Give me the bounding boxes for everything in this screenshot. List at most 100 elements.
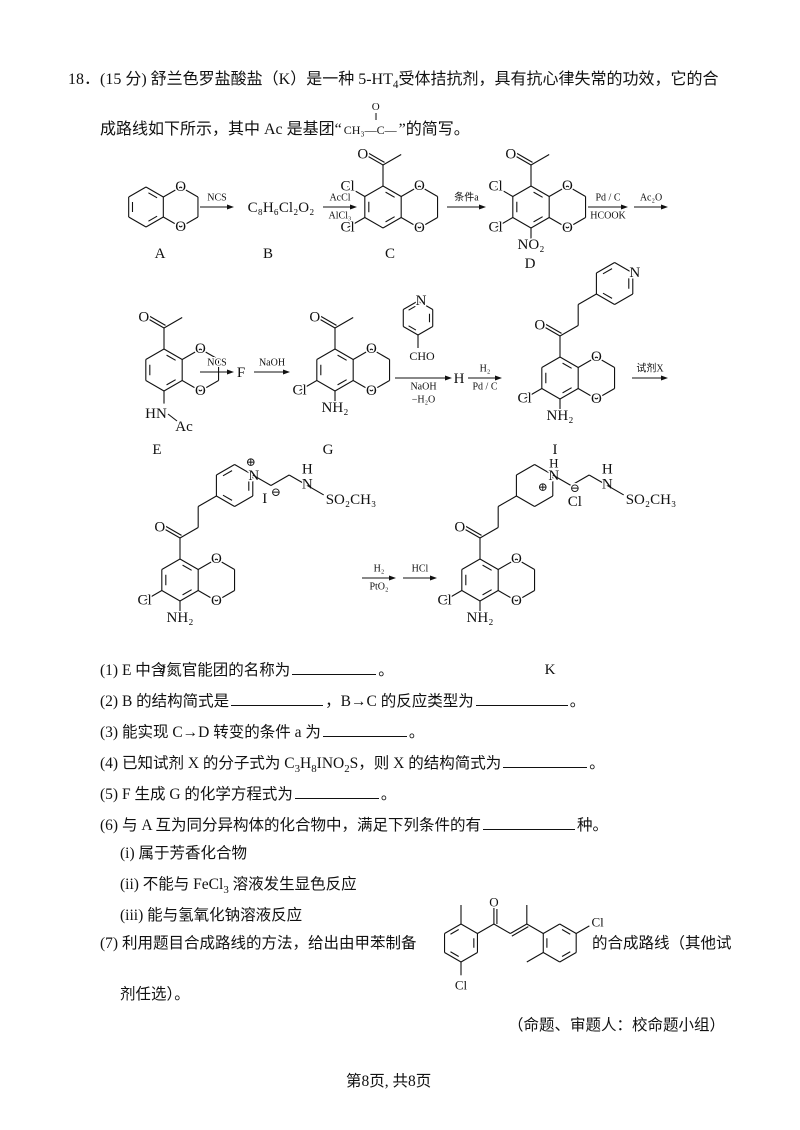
reagent-label: Ac₂O (640, 193, 662, 204)
q4-text: (4) 已知试剂 X 的分子式为 C (100, 755, 295, 772)
ring-bond (479, 590, 499, 602)
double-bond (318, 314, 337, 326)
double-bond (482, 564, 492, 571)
bond (181, 380, 201, 392)
condition-iii: (iii) 能与氢氧化钠溶液反应 (120, 907, 303, 924)
bond (347, 186, 366, 197)
carbonyl-oxygen-label: O (505, 147, 516, 163)
bond (461, 527, 481, 539)
q6-text: (6) 与 A 互为同分异构体的化合物中，满足下列条件的有 (100, 817, 482, 834)
bond (526, 923, 544, 934)
q6-end: 种。 (577, 817, 609, 834)
sulfonyl-label: SO₂CH₃ (326, 492, 376, 508)
answer-blank-3[interactable] (322, 720, 407, 737)
arrowhead (621, 204, 628, 210)
ring-bond (403, 326, 419, 336)
oxygen-label: O (414, 178, 425, 194)
acetyl-text: CH₃—C— (343, 123, 397, 137)
bond (419, 217, 438, 229)
reagent-label: H₂ (480, 364, 491, 375)
question-7-end: 剂任选）。 (120, 986, 190, 1003)
acetyl-label: Ac (175, 419, 193, 435)
compound-label-i: I (553, 442, 558, 458)
double-bond (463, 524, 482, 536)
bond (607, 485, 624, 496)
question-header-line2: 成路线如下所示，其中 Ac 是基团“O‖CH₃—C—”的简写。 (100, 102, 470, 140)
bond (180, 216, 199, 228)
aldehyde-label: CHO (409, 349, 435, 363)
bond (596, 356, 615, 368)
compound-label-e: E (152, 442, 161, 458)
bond (180, 186, 199, 198)
q2-text: (2) B 的结构简式是 (100, 693, 230, 710)
ring-bond (216, 495, 235, 507)
chloro-label: Cl (292, 382, 306, 398)
ring-bond (417, 326, 433, 336)
bond (200, 348, 219, 360)
bond (567, 185, 586, 197)
ring-bond (542, 923, 561, 934)
answer-blank-2b[interactable] (475, 689, 568, 706)
condition-i: (i) 属于芳香化合物 (120, 845, 248, 862)
carbonyl-oxygen-label: O (357, 147, 368, 163)
bond (400, 217, 420, 229)
oxygen-label: O (211, 551, 222, 567)
carbonyl-oxygen-label: O (138, 310, 149, 326)
double-bond (543, 322, 562, 334)
amine-label: NH₂ (322, 400, 349, 416)
ring-bond (161, 590, 181, 602)
ring-bond (530, 185, 550, 197)
amine-label: NH₂ (467, 610, 494, 626)
compound-label-f: F (237, 365, 245, 381)
sub: 8 (311, 763, 317, 776)
pyridine-n-label: N (416, 293, 427, 309)
compound-label-k: K (545, 662, 556, 678)
bond (495, 186, 514, 197)
bond (145, 317, 165, 329)
acetyl-oxygen: O‖ (371, 101, 380, 123)
q5-text: (5) F 生成 G 的化学方程式为 (100, 786, 293, 803)
positive-charge: ⊕ (246, 455, 256, 469)
bond (216, 590, 235, 602)
arrowhead (350, 204, 357, 210)
reagent-label: Pd / C (595, 193, 620, 204)
double-bond (182, 564, 192, 571)
double-bond (366, 151, 385, 163)
negative-charge: ⊖ (570, 481, 580, 495)
bond (530, 154, 550, 166)
ring-bond (316, 348, 336, 360)
acetyl-o-label: O (371, 101, 380, 113)
answer-blank-5[interactable] (294, 782, 379, 799)
oxygen-label: O (175, 219, 186, 235)
ring-bond (541, 356, 561, 368)
q4-end: 。 (589, 755, 605, 772)
chloro-label: Cl (517, 390, 531, 406)
question-header: 18．(15 分) 舒兰色罗盐酸盐（K）是一种 5-HT4受体拮抗剂，具有抗心律… (68, 70, 718, 95)
ring-bond (364, 217, 384, 229)
ring-bond (541, 388, 561, 400)
bond (352, 348, 372, 360)
reagent-label: PtO₂ (369, 582, 388, 593)
bond (163, 186, 181, 198)
answer-blank-4[interactable] (503, 751, 588, 768)
bond (364, 154, 384, 166)
bond (552, 474, 572, 486)
ring-bond (403, 300, 419, 310)
bond (181, 348, 201, 360)
answer-blank-1[interactable] (292, 658, 377, 675)
answer-blank-2a[interactable] (231, 689, 324, 706)
hydrogen-label: H (302, 462, 313, 478)
ring-bond (559, 923, 577, 934)
bond (197, 495, 217, 507)
bond (497, 558, 517, 570)
bond (371, 348, 390, 360)
ring-bond (334, 380, 354, 392)
answer-blank-6[interactable] (483, 813, 576, 830)
oxygen-label: O (175, 179, 186, 195)
chloro-label: Cl (137, 592, 151, 608)
double-bond (337, 379, 347, 386)
carbonyl-oxygen-label: O (309, 310, 320, 326)
oxygen-label: O (591, 349, 602, 365)
oxygen-label: O (195, 341, 206, 357)
double-bond (385, 191, 395, 198)
